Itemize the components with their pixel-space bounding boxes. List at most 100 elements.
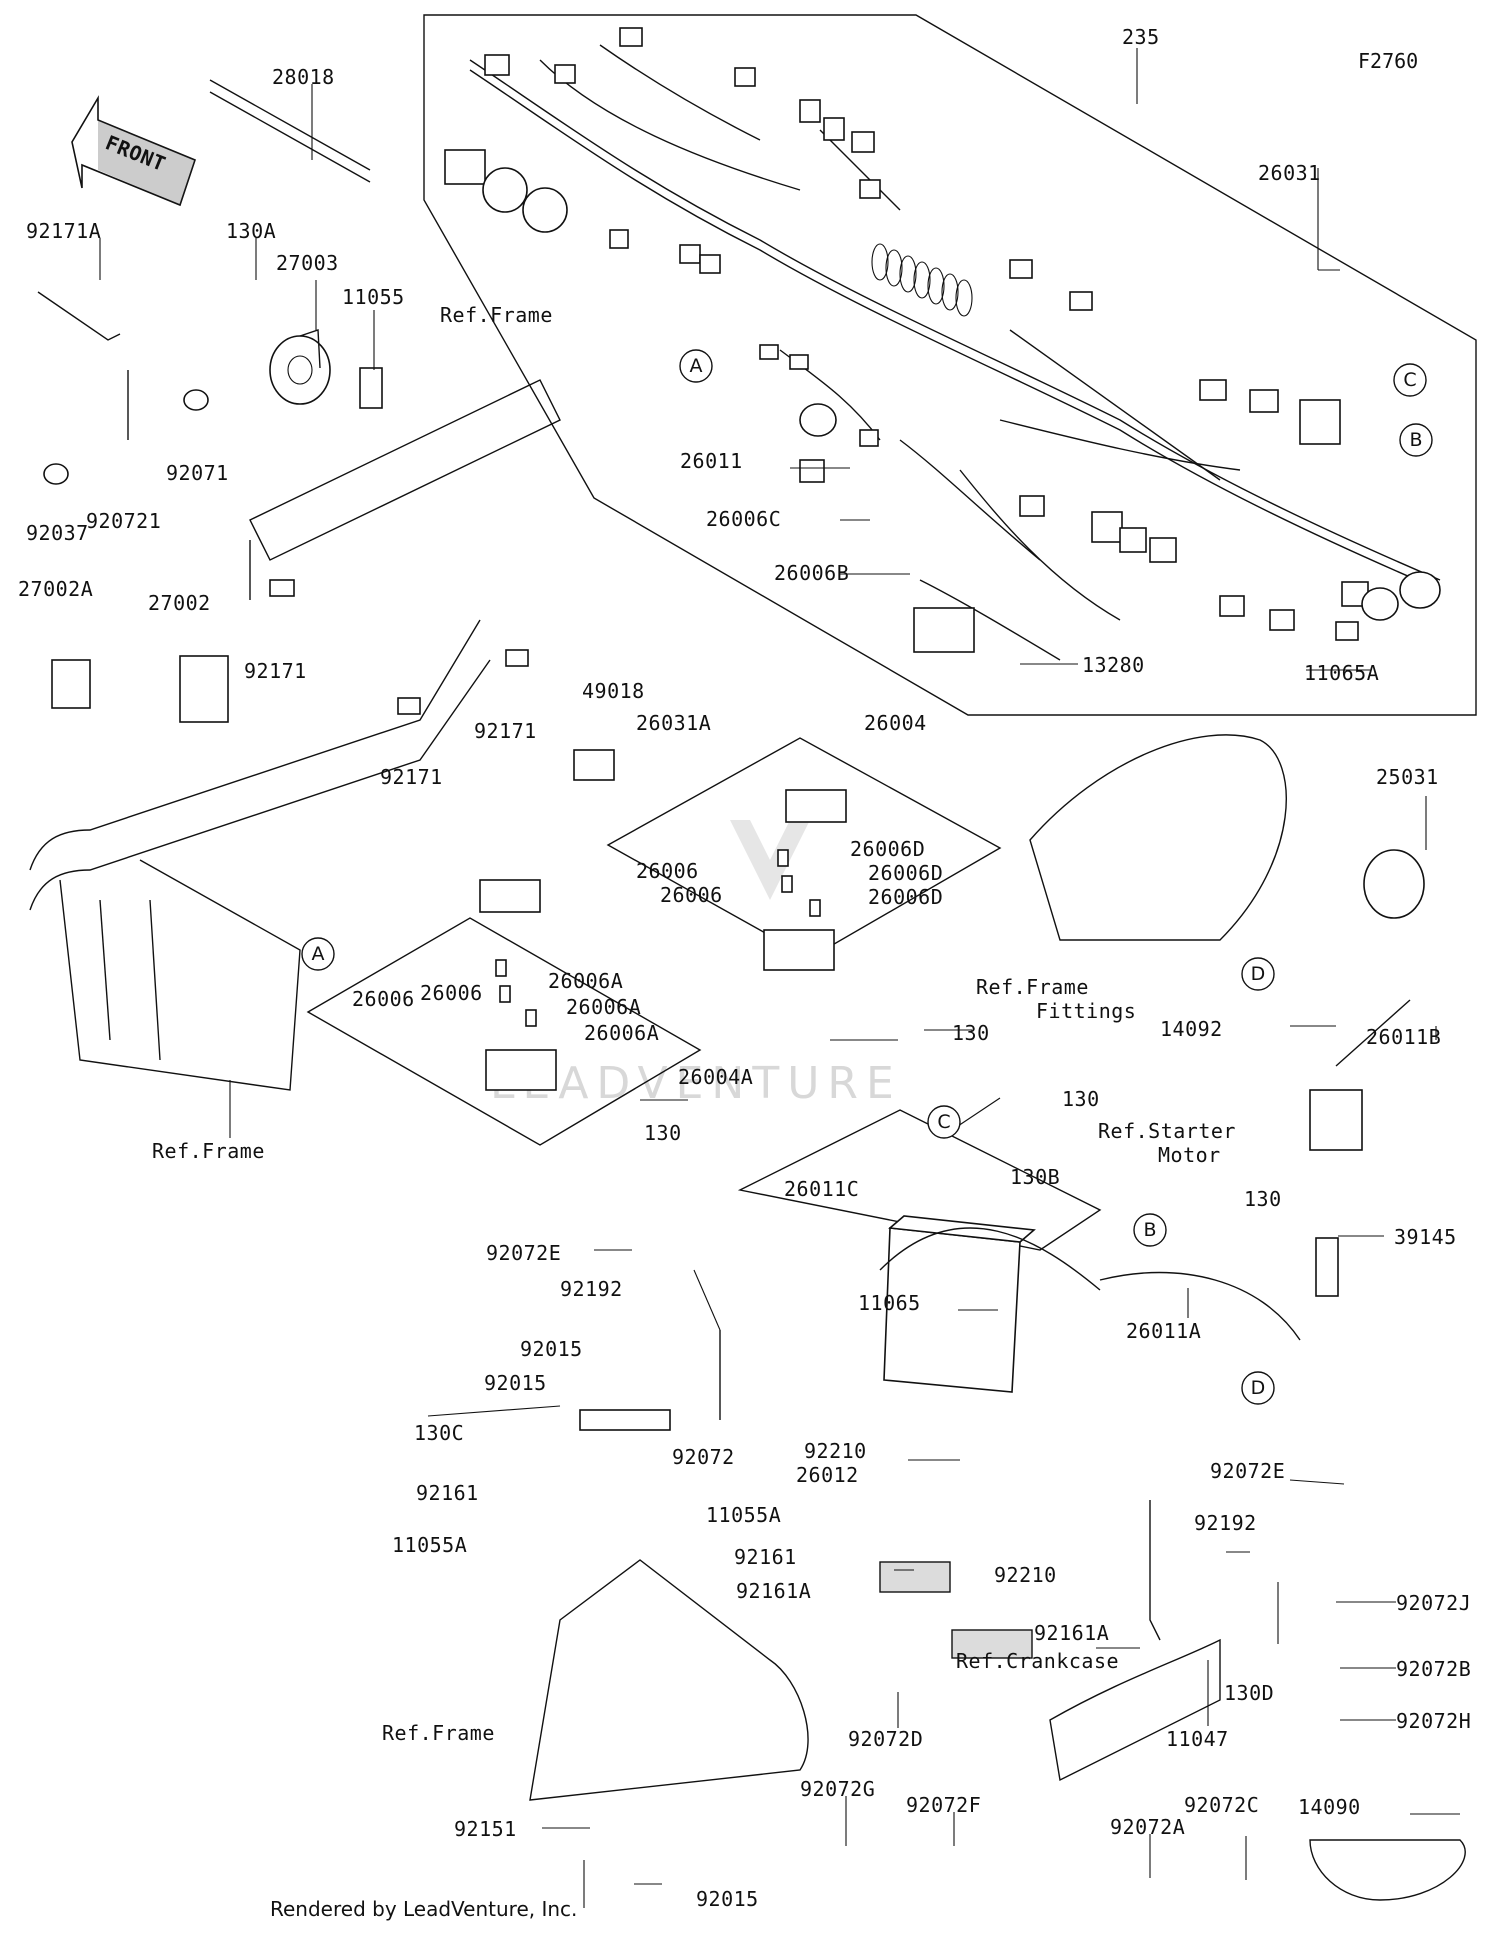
part-label: 130 — [1062, 1087, 1100, 1111]
pad-92161A-a — [879, 1561, 951, 1593]
watermark-logo — [730, 820, 810, 900]
watermark: LEADVENTURE — [490, 1058, 902, 1109]
part-label: 130A — [226, 219, 276, 243]
fuse-cover-26004A — [479, 879, 541, 913]
grommet-92071 — [183, 389, 209, 411]
part-label: 130C — [414, 1421, 464, 1445]
ref-label: Ref.Frame — [382, 1721, 495, 1745]
part-label: 26006A — [566, 995, 641, 1019]
fuse-box-26004 — [763, 929, 835, 971]
cable-26011A — [1099, 1271, 1301, 1341]
cable-26011B — [1335, 999, 1411, 1067]
part-label: 130 — [644, 1121, 682, 1145]
part-label: 92072G — [800, 1777, 875, 1801]
part-label: 26006D — [868, 885, 943, 909]
boot-39145 — [1315, 1237, 1339, 1297]
meter-25031 — [1363, 849, 1425, 919]
part-label: 92072H — [1396, 1709, 1471, 1733]
part-label: 92171 — [244, 659, 307, 683]
svg-text:C: C — [937, 1111, 950, 1133]
ref-label: Ref.Frame — [440, 303, 553, 327]
callout-B-1: B — [1399, 423, 1433, 457]
bracket-11055 — [359, 367, 383, 409]
part-label: 26006A — [548, 969, 623, 993]
part-label: 92171 — [474, 719, 537, 743]
part-label: 92171 — [380, 765, 443, 789]
part-label: 92192 — [1194, 1511, 1257, 1535]
part-label: 130D — [1224, 1681, 1274, 1705]
pad-92161A-b — [951, 1629, 1033, 1659]
part-label: 27003 — [276, 251, 339, 275]
part-label: 26006 — [660, 883, 723, 907]
cover-14090 — [1309, 1839, 1466, 1901]
part-label: 92072F — [906, 1793, 981, 1817]
credit-line: Rendered by LeadVenture, Inc. — [270, 1897, 577, 1921]
part-label: 26006 — [636, 859, 699, 883]
part-label: 39145 — [1394, 1225, 1457, 1249]
svg-text:D: D — [1251, 1377, 1266, 1399]
part-label: 92161A — [1034, 1621, 1109, 1645]
part-label: 92015 — [696, 1887, 759, 1911]
part-label: 26006C — [706, 507, 781, 531]
hose-92192-right — [1149, 1500, 1161, 1641]
part-label: 92072 — [672, 1445, 735, 1469]
callout-A-2: A — [301, 937, 335, 971]
connector-49018 — [573, 749, 615, 781]
bracket-92072 — [579, 1409, 671, 1431]
part-label: 26011A — [1126, 1319, 1201, 1343]
part-label: 26006B — [774, 561, 849, 585]
part-label: 26012 — [796, 1463, 859, 1487]
part-label: 26031 — [1258, 161, 1321, 185]
figure-id: F2760 — [1358, 49, 1418, 73]
part-label: 26006 — [352, 987, 415, 1011]
part-label: 49018 — [582, 679, 645, 703]
clip-92171-c — [397, 697, 421, 715]
part-label: 92210 — [994, 1563, 1057, 1587]
part-label: 92210 — [804, 1439, 867, 1463]
svg-text:A: A — [312, 943, 325, 965]
frame-fittings — [1029, 734, 1287, 941]
part-label: 92192 — [560, 1277, 623, 1301]
part-label: 92171A — [26, 219, 101, 243]
part-label: 26006 — [420, 981, 483, 1005]
callout-B-2: B — [1133, 1213, 1167, 1247]
part-label: 92015 — [520, 1337, 583, 1361]
callout-D-2: D — [1241, 1371, 1275, 1405]
ref-label: Ref.Crankcase — [956, 1649, 1119, 1673]
ref-label: Ref.Frame — [152, 1139, 265, 1163]
callout-A-1: A — [679, 349, 713, 383]
part-label: 13280 — [1082, 653, 1145, 677]
clip-92171-b — [505, 649, 529, 667]
part-label: 27002A — [18, 577, 93, 601]
svg-text:B: B — [1143, 1219, 1156, 1241]
band-92171A — [37, 291, 121, 341]
svg-text:B: B — [1409, 429, 1422, 451]
part-label: 92151 — [454, 1817, 517, 1841]
part-label: 11065A — [1304, 661, 1379, 685]
svg-text:D: D — [1251, 963, 1266, 985]
part-label: 92072D — [848, 1727, 923, 1751]
fuse-group-26004 — [606, 737, 1002, 959]
part-label: 26011C — [784, 1177, 859, 1201]
part-label: 27002 — [148, 591, 211, 615]
part-label: 11065 — [858, 1291, 921, 1315]
svg-text:C: C — [1403, 369, 1416, 391]
part-label: 130 — [952, 1021, 990, 1045]
callout-C-1: C — [1393, 363, 1427, 397]
part-label: 14090 — [1298, 1795, 1361, 1819]
crankcase — [1049, 1638, 1221, 1782]
part-label: 130 — [1244, 1187, 1282, 1211]
callout-C-2: C — [927, 1105, 961, 1139]
frame-bottom — [529, 1559, 809, 1801]
fuse-cover-26004 — [785, 789, 847, 823]
cable-26011C — [879, 1227, 1101, 1291]
starter-motor — [1309, 1089, 1363, 1151]
relay-27002 — [179, 655, 229, 723]
fuse-box-26004A — [485, 1049, 557, 1091]
part-label: 26006D — [868, 861, 943, 885]
svg-text:A: A — [690, 355, 703, 377]
part-label: 130B — [1010, 1165, 1060, 1189]
clamp-92037 — [43, 463, 69, 485]
